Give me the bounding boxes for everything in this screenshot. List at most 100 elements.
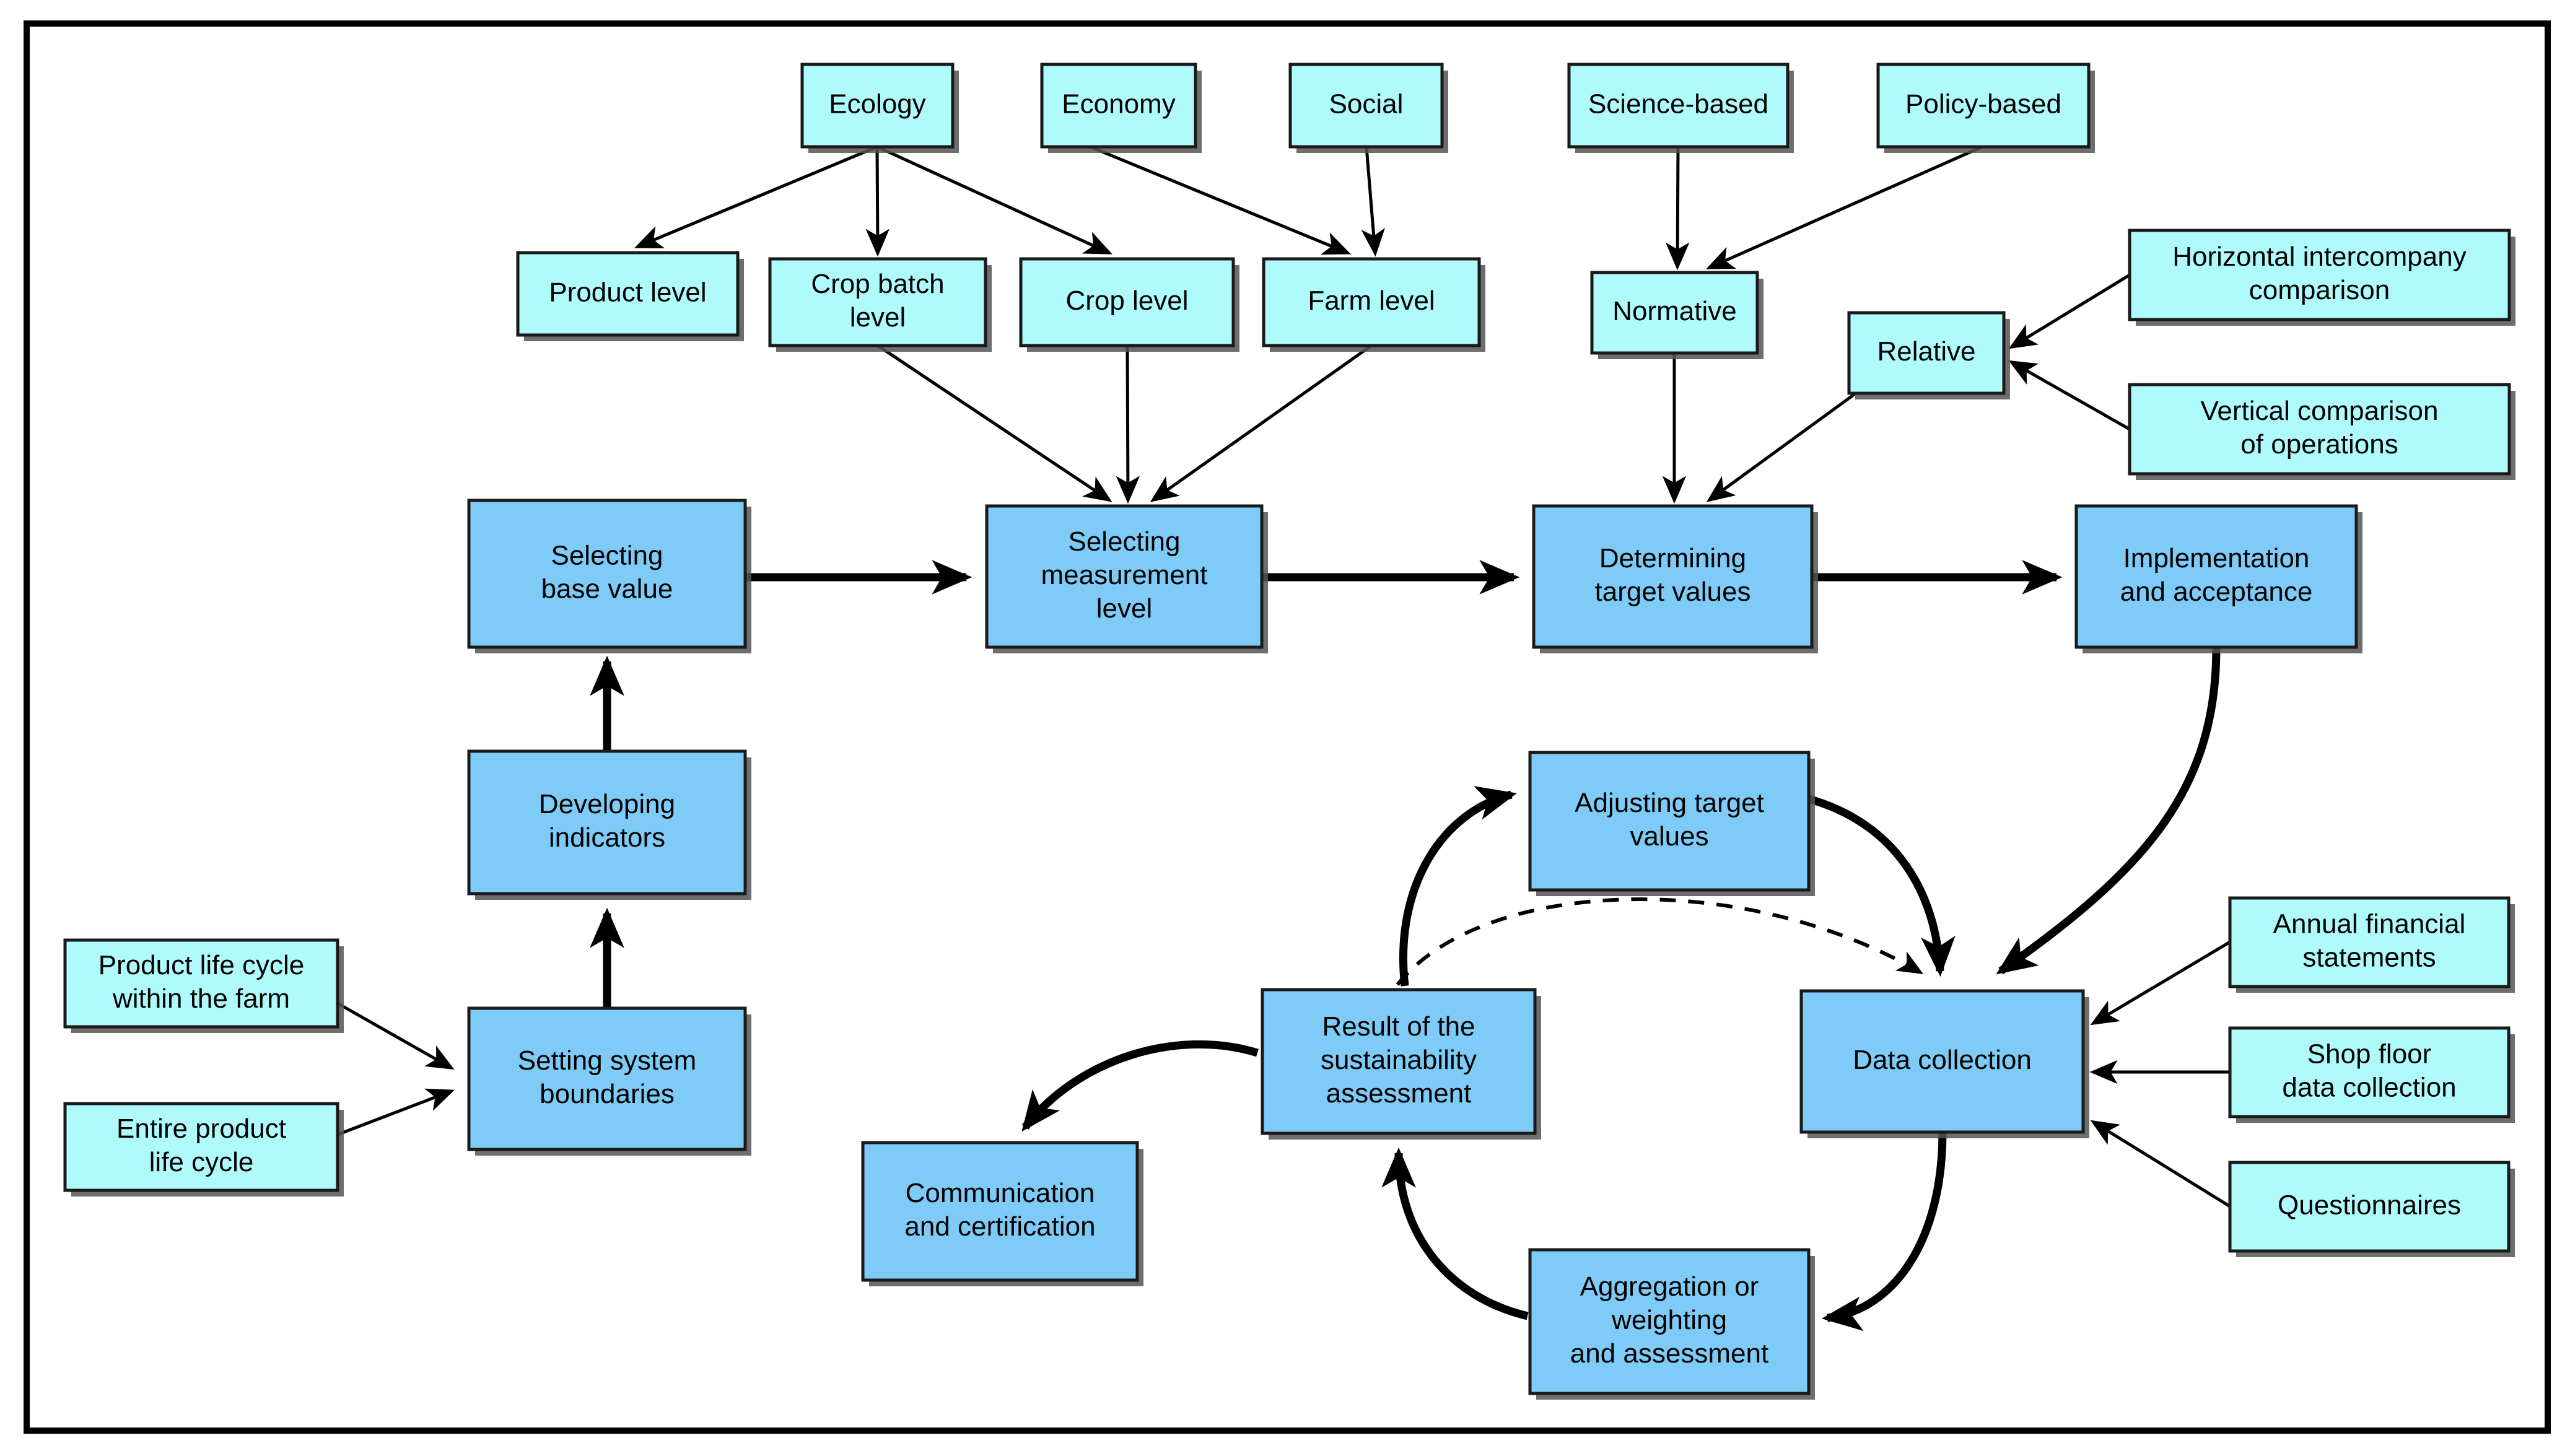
edge-data-collection-aggregation: [1821, 1131, 1947, 1332]
node-ecology[interactable]: Ecology: [800, 63, 959, 153]
node-box[interactable]: [63, 1102, 339, 1192]
edge-economy-farm-level: [1090, 145, 1351, 255]
node-label: Economy: [1062, 89, 1175, 119]
node-policy-based[interactable]: Policy-based: [1876, 63, 2095, 153]
node-box[interactable]: [985, 504, 1264, 649]
node-layer: Ecology Economy Social Science-based Policy-…: [63, 63, 2515, 1400]
node-box[interactable]: [1288, 63, 1444, 149]
node-normative[interactable]: Normative: [1590, 271, 1764, 359]
node-social[interactable]: Social: [1288, 63, 1448, 153]
node-farm-level[interactable]: Farm level: [1262, 257, 1485, 352]
edge-implementation-data-collection: [1996, 647, 2221, 975]
node-box[interactable]: [1528, 751, 1811, 892]
node-box[interactable]: [2128, 229, 2511, 321]
node-box[interactable]: [1528, 1248, 1811, 1395]
node-science-based[interactable]: Science-based: [1567, 63, 1794, 153]
node-box[interactable]: [1876, 63, 2091, 149]
node-box[interactable]: [467, 1006, 747, 1151]
node-crop-level[interactable]: Crop level: [1019, 257, 1239, 352]
node-box[interactable]: [467, 499, 747, 649]
node-box[interactable]: [2228, 896, 2511, 988]
node-box[interactable]: [2074, 504, 2358, 649]
edge-relative-determining-target: [1706, 391, 1857, 502]
node-box[interactable]: [1847, 311, 2006, 395]
node-label: Policy-based: [1905, 89, 2061, 119]
edge-annual-financial-data-collection: [2090, 940, 2231, 1026]
node-box[interactable]: [1262, 257, 1481, 347]
edge-vertical-comp-relative: [2008, 360, 2131, 431]
node-questionnaires[interactable]: Questionnaires: [2228, 1161, 2515, 1257]
edge-result-communication: [1021, 1040, 1259, 1132]
node-label: Farm level: [1308, 286, 1435, 316]
node-box[interactable]: [1590, 271, 1759, 355]
node-box[interactable]: [2128, 383, 2511, 476]
edge-adjusting-target-data-collection: [1807, 795, 1956, 977]
node-label: Social: [1329, 89, 1404, 119]
node-label: Crop level: [1065, 286, 1188, 316]
edge-result-data-collection-dashed: [1396, 897, 1924, 986]
node-box[interactable]: [467, 749, 747, 896]
node-box[interactable]: [1799, 989, 2085, 1134]
edge-product-lifecycle-boundaries: [336, 1001, 455, 1070]
node-box[interactable]: [1040, 63, 1197, 149]
node-box[interactable]: [800, 63, 955, 149]
edge-farm-level-selecting-measurement: [1150, 344, 1373, 502]
node-box[interactable]: [2228, 1161, 2511, 1253]
edge-entire-lifecycle-boundaries: [337, 1088, 455, 1136]
node-relative[interactable]: Relative: [1847, 311, 2010, 399]
node-data-collection[interactable]: Data collection: [1799, 989, 2089, 1138]
node-box[interactable]: [1261, 988, 1537, 1135]
node-box[interactable]: [63, 938, 339, 1029]
node-label: Science-based: [1588, 89, 1768, 119]
node-label: Ecology: [829, 89, 926, 119]
node-box[interactable]: [1019, 257, 1235, 347]
edge-aggregation-result: [1381, 1147, 1529, 1320]
node-label: Normative: [1612, 296, 1737, 326]
edge-ecology-crop-level: [876, 145, 1112, 255]
node-label: Data collection: [1853, 1045, 2032, 1075]
node-box[interactable]: [1567, 63, 1790, 149]
edge-social-farm-level: [1361, 146, 1386, 257]
node-economy[interactable]: Economy: [1040, 63, 1202, 153]
node-box[interactable]: [2228, 1026, 2511, 1118]
edge-crop-batch-selecting-measurement: [876, 344, 1112, 502]
node-product-level[interactable]: Product level: [516, 251, 744, 341]
edge-policy-based-normative: [1706, 145, 1983, 269]
edge-horizontal-comp-relative: [2008, 273, 2131, 349]
node-box[interactable]: [861, 1141, 1139, 1282]
node-box[interactable]: [768, 257, 987, 347]
edge-layer: [336, 145, 2231, 1332]
node-box[interactable]: [516, 251, 740, 337]
node-box[interactable]: [1532, 504, 1814, 649]
